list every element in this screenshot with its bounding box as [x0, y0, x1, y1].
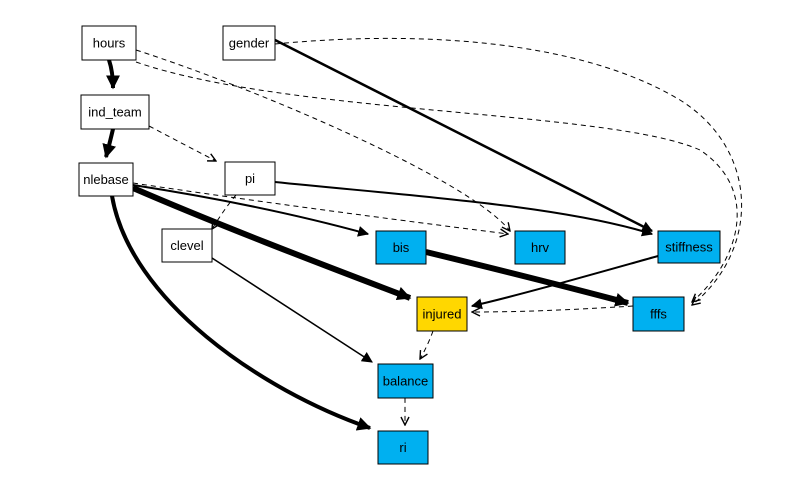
node-box: [632, 296, 685, 332]
edge-gender-to-stiffness: [274, 38, 653, 233]
node-box: [514, 230, 566, 265]
edge-bis-to-fffs: [425, 249, 630, 307]
edge-ind_team-to-nlebase: [102, 128, 117, 159]
node-label: nlebase: [83, 172, 129, 187]
edge-nlebase-to-ri: [110, 195, 372, 431]
node-label: ind_team: [88, 104, 141, 119]
edges-layer: [102, 37, 743, 431]
node-label: ri: [399, 440, 406, 455]
node-clevel: clevel: [161, 228, 213, 263]
edge-gender-to-fffs: [274, 37, 743, 305]
edge-pi-to-clevel: [212, 194, 237, 229]
edge-hours-to-hrv: [135, 49, 510, 231]
edge-nlebase-to-hrv: [132, 182, 508, 234]
node-pi: pi: [224, 161, 276, 196]
node-label: pi: [245, 171, 255, 186]
node-label: hours: [93, 35, 126, 50]
node-label: injured: [422, 306, 461, 321]
node-label: gender: [229, 35, 270, 50]
node-box: [657, 230, 721, 264]
node-box: [222, 25, 276, 61]
node-box: [80, 94, 150, 130]
edge-hours-to-ind_team: [105, 59, 120, 90]
node-box: [377, 430, 429, 465]
node-box: [224, 161, 276, 196]
node-fffs: fffs: [632, 296, 685, 332]
node-box: [81, 25, 137, 61]
node-nlebase: nlebase: [78, 162, 134, 197]
edge-hours-to-fffs: [135, 61, 738, 302]
node-label: clevel: [170, 238, 203, 253]
edge-fffs-to-injured: [472, 305, 634, 312]
node-label: fffs: [650, 306, 667, 321]
node-ind-team: ind_team: [80, 94, 150, 130]
node-box: [375, 230, 427, 265]
edge-ind_team-to-pi: [148, 125, 216, 161]
node-label: bis: [393, 240, 410, 255]
node-bis: bis: [375, 230, 427, 265]
node-ri: ri: [377, 430, 429, 465]
node-gender: gender: [222, 25, 276, 61]
edge-nlebase-to-injured: [131, 185, 412, 301]
node-box: [78, 162, 134, 197]
node-box: [377, 363, 434, 399]
node-injured: injured: [416, 296, 468, 332]
node-hrv: hrv: [514, 230, 566, 265]
node-balance: balance: [377, 363, 434, 399]
edge-stiffness-to-injured: [470, 255, 659, 310]
node-stiffness: stiffness: [657, 230, 721, 264]
node-label: hrv: [531, 240, 550, 255]
node-hours: hours: [81, 25, 137, 61]
edge-clevel-to-balance: [211, 257, 373, 363]
edge-injured-to-balance: [420, 330, 434, 359]
edge-pi-to-stiffness: [274, 181, 654, 237]
node-label: balance: [383, 373, 429, 388]
node-box: [416, 296, 468, 332]
edge-nlebase-to-bis: [132, 184, 370, 237]
node-box: [161, 228, 213, 263]
node-label: stiffness: [665, 239, 713, 254]
